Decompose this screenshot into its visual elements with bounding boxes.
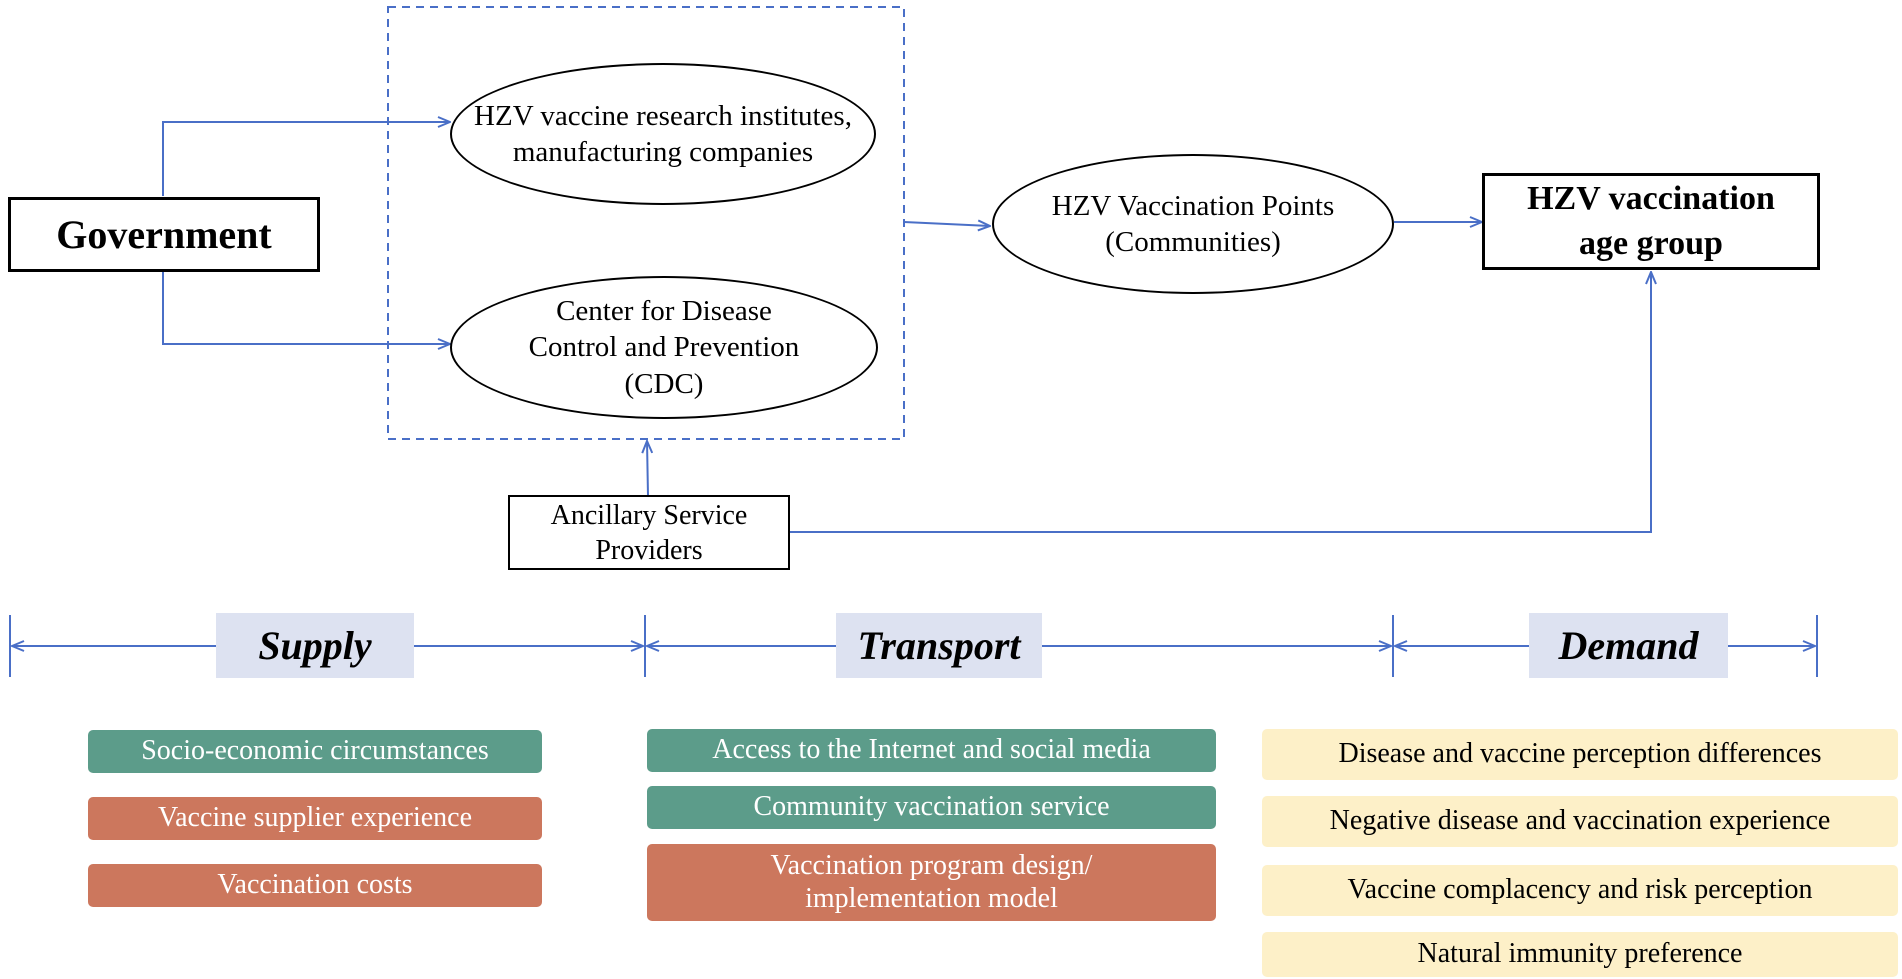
supply-factor-label: Socio-economic circumstances <box>141 735 489 767</box>
transport-factor-label-line2: implementation model <box>805 882 1058 914</box>
government-box: Government <box>8 197 320 272</box>
supply-factor-label: Vaccination costs <box>217 869 413 901</box>
research-label-line2: manufacturing companies <box>512 136 814 168</box>
supply-factor: Socio-economic circumstances <box>88 730 542 773</box>
demand-factor-label: Negative disease and vaccination experie… <box>1329 805 1831 837</box>
arrow-government-to-cdc <box>162 272 450 344</box>
ancillary-label-line1: Ancillary Service <box>550 499 748 531</box>
transport-factor: Community vaccination service <box>647 786 1216 829</box>
demand-factor: Disease and vaccine perception differenc… <box>1262 729 1898 780</box>
stage-supply-label: Supply <box>258 623 372 668</box>
demand-factor-label: Disease and vaccine perception differenc… <box>1338 738 1822 770</box>
age-group-label-line2: age group <box>1579 224 1723 262</box>
ancillary-providers-box: Ancillary Service Providers <box>508 495 790 570</box>
age-group-label-line1: HZV vaccination <box>1527 180 1775 218</box>
stage-demand: Demand <box>1529 613 1728 678</box>
arrow-ancillary-to-age-group <box>790 272 1651 533</box>
cdc-node: Center for Disease Control and Preventio… <box>450 276 878 419</box>
stage-transport: Transport <box>836 613 1042 678</box>
demand-factor: Negative disease and vaccination experie… <box>1262 796 1898 847</box>
supply-factor: Vaccine supplier experience <box>88 797 542 840</box>
stage-demand-label: Demand <box>1558 623 1699 668</box>
transport-factor-label: Community vaccination service <box>753 791 1110 823</box>
arrow-ancillary-to-institutions <box>647 441 648 497</box>
points-label-line2: (Communities) <box>1105 226 1281 258</box>
transport-factor-label-line1: Vaccination program design/ <box>770 850 1093 882</box>
arrow-government-to-research <box>162 122 450 196</box>
age-group-box: HZV vaccination age group <box>1482 173 1820 270</box>
cdc-label-line3: (CDC) <box>624 367 704 400</box>
supply-factor-label: Vaccine supplier experience <box>157 802 473 834</box>
transport-factor: Vaccination program design/ implementati… <box>647 844 1216 921</box>
supply-factor: Vaccination costs <box>88 864 542 907</box>
research-label-line1: HZV vaccine research institutes, <box>474 99 852 132</box>
cdc-label-line2: Control and Prevention <box>528 331 800 364</box>
demand-factor: Natural immunity preference <box>1262 932 1898 977</box>
vaccination-points-node: HZV Vaccination Points (Communities) <box>992 154 1394 294</box>
points-label-line1: HZV Vaccination Points <box>1051 189 1335 222</box>
cdc-label-line1: Center for Disease <box>556 295 772 328</box>
stage-supply: Supply <box>216 613 414 678</box>
arrow-institutions-to-points <box>903 222 990 226</box>
demand-factor-label: Natural immunity preference <box>1417 938 1743 970</box>
research-institutes-node: HZV vaccine research institutes, manufac… <box>450 63 876 205</box>
transport-factor-label: Access to the Internet and social media <box>712 734 1151 766</box>
ancillary-label-line2: Providers <box>595 534 703 566</box>
stage-transport-label: Transport <box>857 623 1021 668</box>
government-label: Government <box>56 211 272 257</box>
transport-factor: Access to the Internet and social media <box>647 729 1216 772</box>
demand-factor-label: Vaccine complacency and risk perception <box>1347 874 1813 906</box>
demand-factor: Vaccine complacency and risk perception <box>1262 865 1898 916</box>
